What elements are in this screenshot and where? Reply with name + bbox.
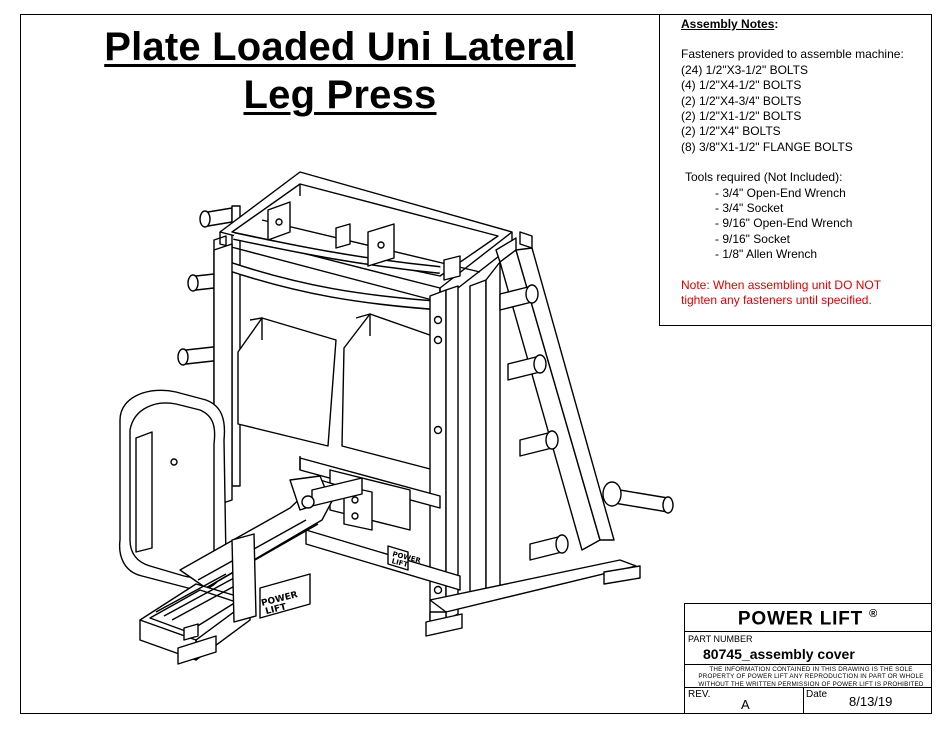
drawing-title-line-1: Plate Loaded Uni Lateral — [104, 25, 576, 69]
tools-intro: Tools required (Not Included): — [685, 170, 843, 185]
assembly-notes-heading: Assembly Notes: — [681, 17, 779, 31]
part-number-label: PART NUMBER — [688, 634, 753, 644]
part-number: 80745_assembly cover — [703, 646, 855, 662]
date-value: 8/13/19 — [849, 694, 893, 709]
title-block-brand-row: POWER LIFT ® — [685, 604, 931, 632]
weight-horn-left-top — [199, 207, 233, 228]
fastener-item: (2) 1/2"X4-3/4" BOLTS — [681, 93, 802, 108]
tool-item: - 1/8" Allen Wrench — [715, 247, 818, 262]
title-block-part-row: PART NUMBER 80745_assembly cover — [685, 632, 931, 665]
tool-item: - 9/16" Open-End Wrench — [715, 216, 853, 231]
title-block-rev-row: REV. A Date 8/13/19 — [685, 688, 931, 714]
fastener-item: (4) 1/2"X4-1/2" BOLTS — [681, 78, 802, 93]
fastener-item: (8) 3/8"X1-1/2" FLANGE BOLTS — [681, 139, 853, 154]
weight-horn-left-low — [177, 345, 223, 366]
assembly-warning-line-1: Note: When assembling unit DO NOT — [681, 277, 882, 292]
svg-text:LIFT: LIFT — [391, 557, 409, 569]
fastener-item: (24) 1/2"X3-1/2" BOLTS — [681, 62, 809, 77]
weight-horn-right-4 — [529, 534, 569, 561]
fastener-item: (2) 1/2"X1-1/2" BOLTS — [681, 109, 802, 124]
revision-value: A — [741, 697, 750, 712]
rev-date-divider — [803, 688, 804, 714]
fastener-item: (2) 1/2"X4" BOLTS — [681, 124, 781, 139]
weight-horn-right-1 — [499, 284, 539, 311]
proprietary-notice: THE INFORMATION CONTAINED IN THIS DRAWIN… — [698, 666, 924, 688]
assembly-warning-line-2: tighten any fasteners until specified. — [681, 293, 872, 308]
drawing-title-line-2: Leg Press — [243, 73, 437, 117]
brand-name: POWER LIFT ® — [737, 608, 879, 630]
revision-label: REV. — [688, 689, 711, 700]
title-block: POWER LIFT ® PART NUMBER 80745_assembly … — [684, 603, 932, 714]
tool-item: - 3/4" Socket — [715, 201, 784, 216]
date-label: Date — [806, 689, 828, 700]
fasteners-intro: Fasteners provided to assemble machine: — [681, 47, 904, 62]
title-block-notice-row: THE INFORMATION CONTAINED IN THIS DRAWIN… — [685, 665, 931, 688]
tool-item: - 9/16" Socket — [715, 231, 790, 246]
tool-item: - 3/4" Open-End Wrench — [715, 185, 846, 200]
registered-mark: ® — [869, 608, 879, 620]
weight-horn-right-side — [602, 481, 674, 514]
assembly-notes-box: Assembly Notes: Fasteners provided to as… — [659, 14, 932, 326]
weight-horn-right-2 — [507, 354, 547, 381]
page-border — [20, 14, 932, 714]
weight-horn-right-3 — [519, 430, 559, 457]
